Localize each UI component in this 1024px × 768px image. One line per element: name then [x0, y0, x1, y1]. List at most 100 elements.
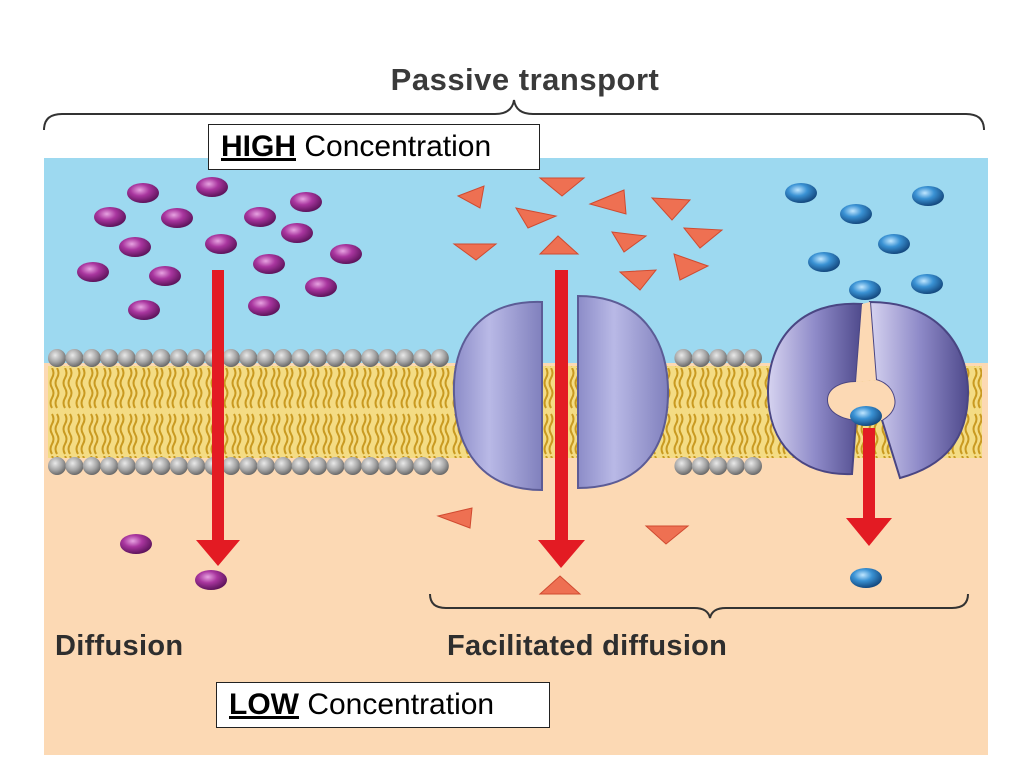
- phospholipid-head: [361, 457, 380, 475]
- phospholipid-head: [309, 457, 327, 475]
- purple-molecule-icon: [120, 534, 152, 554]
- diffusion-arrow: [196, 270, 240, 566]
- channel-protein-icon: [452, 294, 670, 492]
- phospholipid-head: [343, 457, 362, 475]
- phospholipid-head: [744, 349, 762, 367]
- carrier-protein-icon: [766, 300, 970, 480]
- phospholipid-heads-top: [48, 349, 762, 367]
- phospholipid-head: [239, 349, 258, 367]
- phospholipid-head: [152, 349, 171, 367]
- diffusion-caption: Diffusion: [55, 630, 184, 662]
- triangle-molecule-icon: [538, 575, 582, 595]
- phospholipid-head: [239, 457, 258, 475]
- phospholipid-head: [291, 457, 310, 475]
- purple-molecules: [77, 177, 362, 590]
- phospholipid-heads-bottom: [48, 457, 762, 475]
- blue-molecule-icon: [785, 183, 817, 203]
- phospholipid-head: [744, 457, 762, 475]
- phospholipid-head: [222, 457, 240, 475]
- purple-molecule-icon: [244, 207, 276, 227]
- purple-molecule-icon: [77, 262, 109, 282]
- purple-molecule-icon: [290, 192, 322, 212]
- phospholipid-head: [117, 349, 136, 367]
- purple-molecule-icon: [253, 254, 285, 274]
- low-concentration-label: LOW Concentration: [216, 682, 550, 728]
- purple-molecule-icon: [94, 207, 126, 227]
- low-label-rest: Concentration: [307, 688, 495, 721]
- phospholipid-head: [169, 457, 188, 475]
- phospholipid-head: [48, 349, 66, 367]
- purple-molecule-icon: [127, 183, 159, 203]
- phospholipid-head: [152, 457, 171, 475]
- triangle-molecule-icon: [682, 227, 724, 249]
- phospholipid-head: [396, 457, 414, 475]
- high-label-rest: Concentration: [304, 130, 492, 163]
- facilitated-diffusion-brace: [429, 593, 969, 619]
- purple-molecule-icon: [281, 223, 313, 243]
- triangle-molecule-icon: [588, 189, 627, 215]
- phospholipid-head: [413, 349, 432, 367]
- purple-molecule-icon: [161, 208, 193, 228]
- phospholipid-head: [82, 349, 101, 367]
- triangle-molecule-icon: [618, 269, 658, 291]
- triangle-molecules: [436, 177, 724, 595]
- blue-molecule-icon: [850, 406, 882, 426]
- phospholipid-head: [117, 457, 136, 475]
- triangle-molecule-icon: [452, 243, 498, 261]
- blue-molecule-icon: [878, 234, 910, 254]
- low-label-strong: LOW: [229, 688, 299, 721]
- high-label-strong: HIGH: [221, 130, 296, 163]
- purple-molecule-icon: [330, 244, 362, 264]
- phospholipid-head: [187, 457, 206, 475]
- purple-molecule-icon: [195, 570, 227, 590]
- phospholipid-head: [709, 457, 728, 475]
- phospholipid-head: [430, 349, 449, 367]
- purple-molecule-icon: [248, 296, 280, 316]
- phospholipid-head: [135, 349, 153, 367]
- blue-molecule-icon: [840, 204, 872, 224]
- phospholipid-head: [100, 349, 119, 367]
- phospholipid-head: [726, 349, 745, 367]
- blue-molecule-icon: [911, 274, 943, 294]
- purple-molecule-icon: [305, 277, 337, 297]
- purple-molecule-icon: [119, 237, 151, 257]
- carrier-arrow: [846, 428, 892, 546]
- phospholipid-head: [222, 349, 240, 367]
- phospholipid-head: [256, 349, 275, 367]
- phospholipid-head: [274, 457, 293, 475]
- phospholipid-head: [169, 349, 188, 367]
- phospholipid-head: [48, 457, 66, 475]
- phospholipid-head: [274, 349, 293, 367]
- blue-molecule-icon: [808, 252, 840, 272]
- diagram-title: Passive transport: [390, 62, 660, 97]
- phospholipid-head: [691, 457, 710, 475]
- triangle-molecule-icon: [538, 177, 586, 197]
- phospholipid-head: [378, 457, 397, 475]
- purple-molecule-icon: [149, 266, 181, 286]
- facilitated-diffusion-caption: Facilitated diffusion: [447, 630, 728, 662]
- phospholipid-head: [326, 349, 345, 367]
- phospholipid-head: [291, 349, 310, 367]
- triangle-molecule-icon: [436, 507, 473, 529]
- phospholipid-head: [361, 349, 380, 367]
- channel-arrow: [538, 270, 585, 568]
- phospholipid-head: [82, 457, 101, 475]
- triangle-molecule-icon: [611, 231, 648, 253]
- phospholipid-head: [691, 349, 710, 367]
- phospholipid-head: [378, 349, 397, 367]
- purple-molecule-icon: [128, 300, 160, 320]
- triangle-molecule-icon: [456, 185, 485, 209]
- blue-molecule-icon: [850, 568, 882, 588]
- purple-molecule-icon: [205, 234, 237, 254]
- phospholipid-head: [726, 457, 745, 475]
- triangle-molecule-icon: [650, 197, 692, 221]
- phospholipid-head: [674, 349, 693, 367]
- phospholipid-head: [396, 349, 414, 367]
- phospholipid-head: [343, 349, 362, 367]
- blue-molecule-icon: [912, 186, 944, 206]
- triangle-molecule-icon: [644, 525, 690, 545]
- triangle-molecule-icon: [538, 235, 580, 255]
- triangle-molecule-icon: [673, 253, 710, 281]
- phospholipid-head: [65, 457, 84, 475]
